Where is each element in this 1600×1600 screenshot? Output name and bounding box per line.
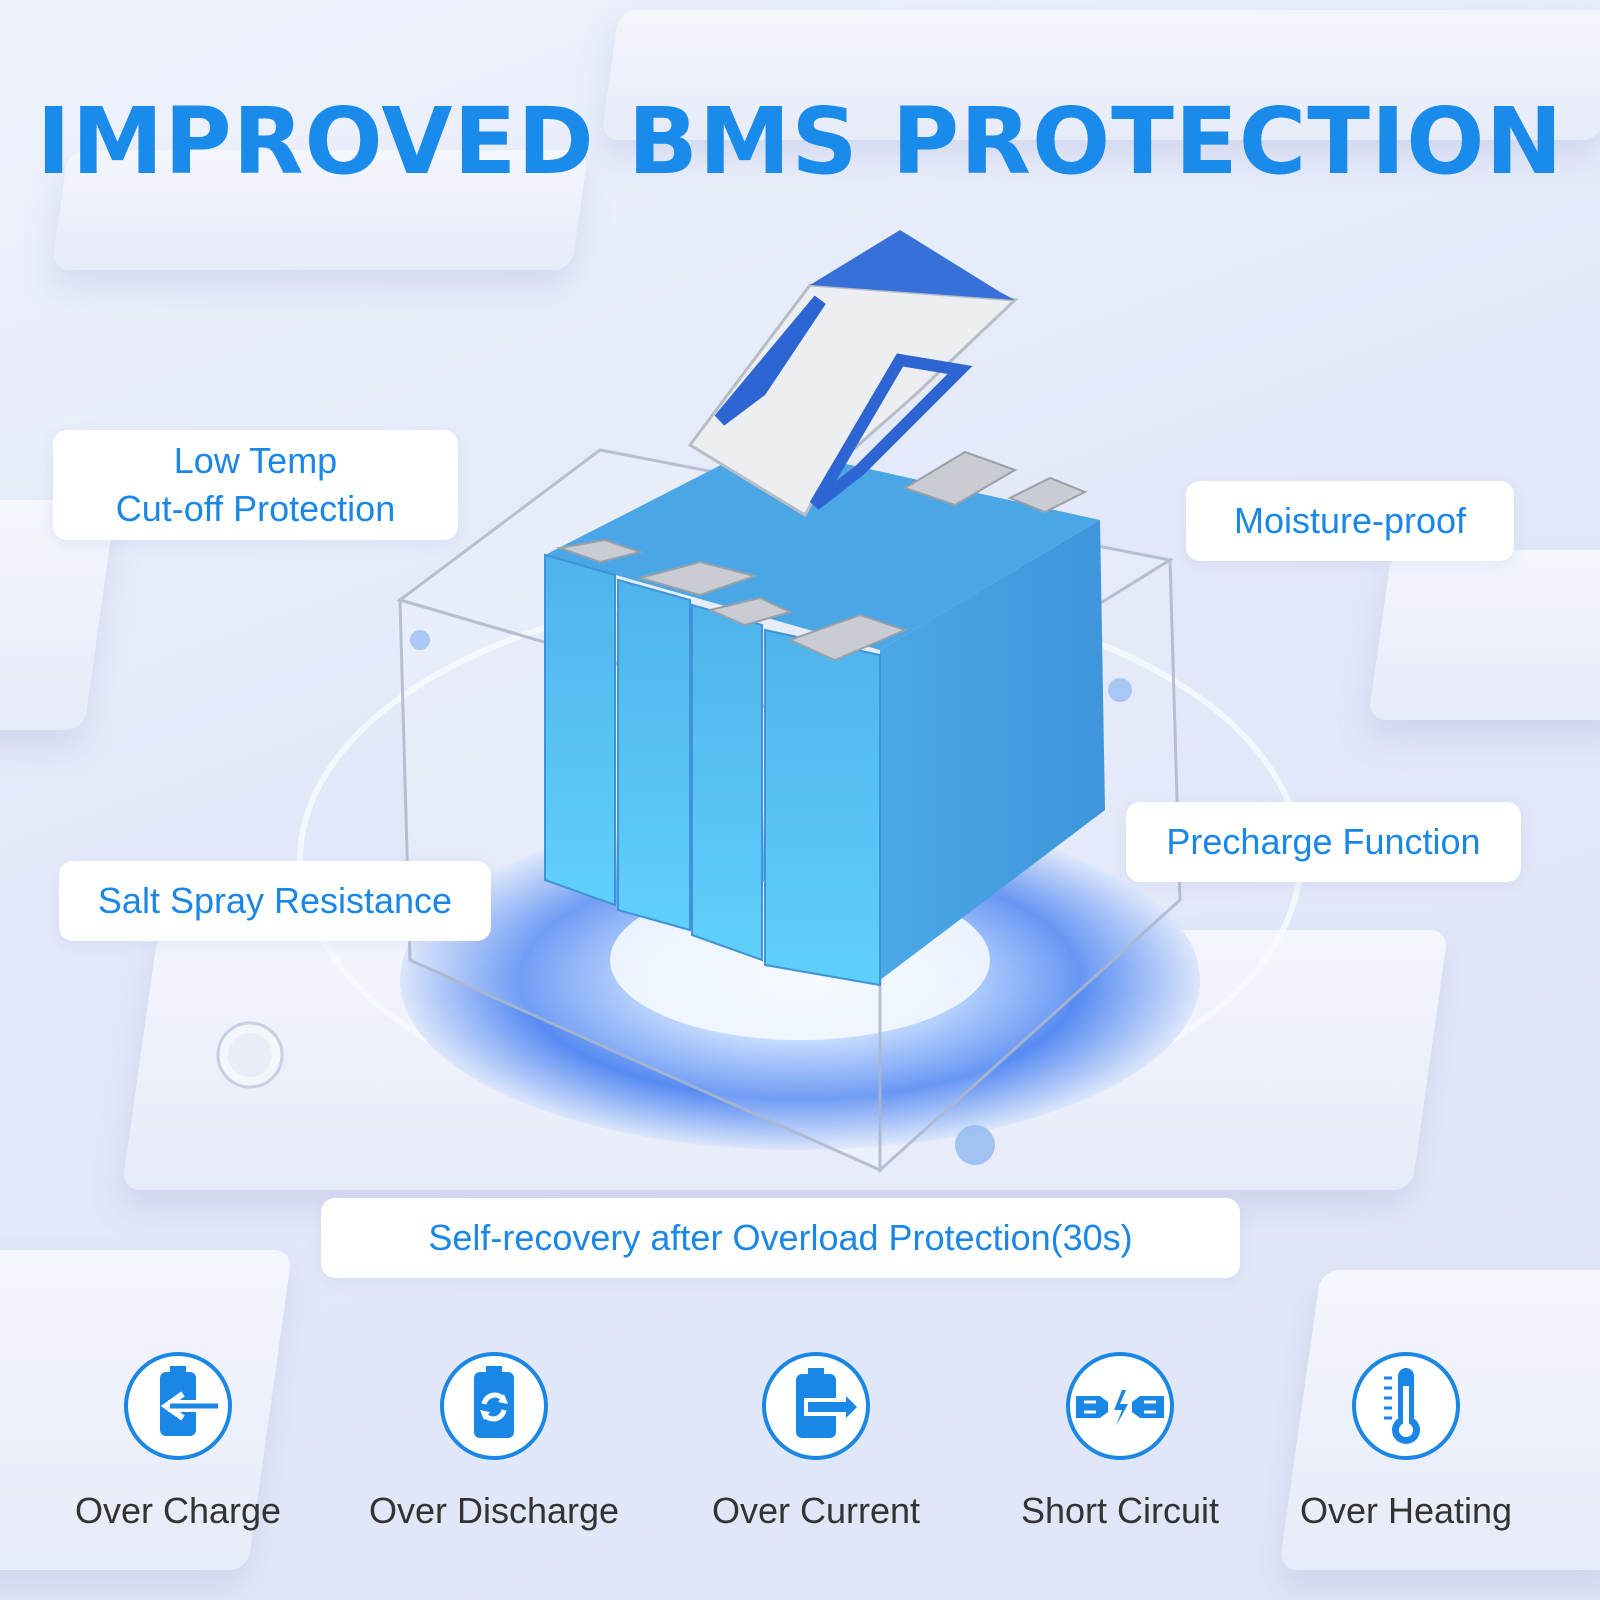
page-title: IMPROVED BMS PROTECTION	[36, 88, 1564, 195]
salt-spray-label: Salt Spray Resistance	[59, 861, 491, 941]
feature-over-heating: Over Heating	[1256, 1352, 1556, 1532]
feature-over-charge: Over Charge	[28, 1352, 328, 1532]
battery-charge-icon	[124, 1352, 232, 1460]
feature-over-current: Over Current	[666, 1352, 966, 1532]
feature-label: Over Discharge	[368, 1490, 620, 1531]
moisture-proof-text: Moisture-proof	[1233, 500, 1467, 541]
low-temp-label-line1: Low Temp	[173, 440, 338, 481]
water-droplet	[955, 1125, 995, 1165]
water-droplet	[410, 630, 430, 650]
water-droplet	[1108, 678, 1132, 702]
self-recovery-label: Self-recovery after Overload Protection(…	[321, 1198, 1240, 1278]
battery-cell	[691, 603, 763, 962]
low-temp-label-line2: Cut-off Protection	[115, 488, 396, 529]
battery-terminal	[556, 538, 644, 564]
battery-terminal	[787, 613, 908, 662]
feature-label: Short Circuit	[1020, 1490, 1220, 1531]
thermometer-icon	[1352, 1352, 1460, 1460]
salt-spray-text: Salt Spray Resistance	[97, 880, 453, 921]
battery-cell	[544, 553, 616, 907]
battery-cell	[764, 628, 881, 987]
battery-terminal	[1007, 476, 1088, 514]
battery-pack	[544, 445, 1105, 987]
bms-board	[687, 230, 1019, 518]
feature-label: Over Current	[711, 1490, 921, 1531]
feature-short-circuit: Short Circuit	[970, 1352, 1270, 1532]
feature-label: Over Heating	[1299, 1490, 1513, 1531]
precharge-label: Precharge Function	[1126, 802, 1521, 882]
moisture-proof-label: Moisture-proof	[1186, 481, 1514, 561]
short-circuit-icon	[1066, 1352, 1174, 1460]
feature-label: Over Charge	[74, 1490, 282, 1531]
battery-cell	[617, 578, 691, 932]
battery-terminal	[902, 450, 1018, 507]
battery-cycle-icon	[440, 1352, 548, 1460]
self-recovery-text: Self-recovery after Overload Protection(…	[428, 1217, 1133, 1258]
low-temp-label: Low Temp Cut-off Protection	[53, 430, 458, 540]
battery-terminal	[636, 560, 759, 597]
battery-current-icon	[762, 1352, 870, 1460]
battery-terminal	[706, 596, 793, 627]
precharge-text: Precharge Function	[1166, 821, 1481, 862]
feature-over-discharge: Over Discharge	[344, 1352, 644, 1532]
on-button-icon	[228, 1033, 272, 1077]
